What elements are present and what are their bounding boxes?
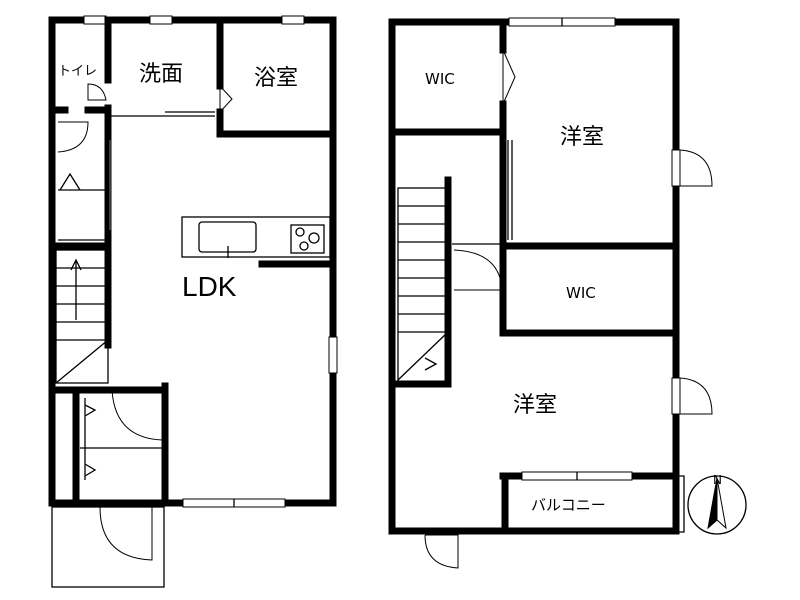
balcony-label: バルコニー — [531, 496, 606, 514]
ldk-label: LDK — [182, 271, 237, 302]
bathroom-label: 浴室 — [254, 66, 298, 91]
closet-door[interactable] — [57, 121, 89, 153]
kitchen-counter — [181, 216, 331, 258]
toilet-label: トイレ — [58, 64, 97, 79]
floor1-outer-wall — [48, 16, 337, 507]
compass: N — [687, 473, 747, 535]
wic-label-top: WIC — [425, 70, 455, 88]
window — [328, 336, 338, 374]
western-room-top-label: 洋室 — [560, 125, 604, 150]
wic-door[interactable] — [502, 49, 516, 105]
room-door[interactable] — [453, 249, 503, 291]
floor2-outer-wall — [388, 18, 680, 535]
wic-label-middle: WIC — [566, 284, 596, 302]
balcony-outline — [505, 475, 685, 533]
bath-door[interactable] — [219, 84, 233, 114]
window — [149, 15, 173, 25]
washroom-label: 洗面 — [139, 62, 183, 87]
window — [83, 15, 107, 25]
balcony-door[interactable] — [424, 534, 459, 569]
entrance-porch — [51, 506, 165, 588]
window — [281, 15, 305, 25]
toilet-door[interactable] — [87, 83, 107, 101]
window-door-bottom[interactable] — [679, 377, 713, 415]
stairs-floor2 — [388, 176, 452, 388]
floor-1-plan — [48, 15, 338, 588]
compass-circle — [687, 475, 747, 535]
window — [671, 377, 681, 415]
compass-needle-outline — [716, 477, 727, 530]
shelf-marker — [84, 463, 97, 477]
western-room-bottom-label: 洋室 — [513, 393, 557, 418]
entrance-door[interactable] — [99, 506, 153, 561]
window-door-top[interactable] — [679, 149, 713, 187]
compass-north-label: N — [713, 473, 722, 487]
floor-2-plan — [388, 17, 713, 569]
stairs-floor1 — [55, 249, 109, 384]
hall-door[interactable] — [111, 389, 163, 441]
window — [671, 149, 681, 187]
shelf-marker — [84, 404, 97, 417]
closet-marker — [59, 172, 81, 191]
